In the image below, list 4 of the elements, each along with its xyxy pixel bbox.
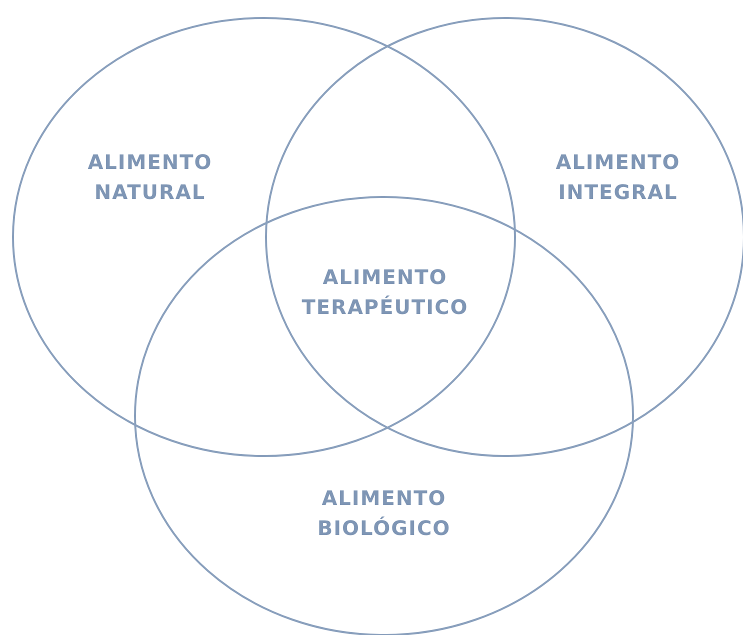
circle-label: ALIMENTO NATURAL (86, 149, 214, 206)
circle-label: ALIMENTO BIOLÓGICO (316, 485, 452, 542)
overlap-label: ALIMENTO TERAPÉUTICO (300, 264, 470, 321)
circle-label: ALIMENTO INTEGRAL (554, 149, 682, 206)
